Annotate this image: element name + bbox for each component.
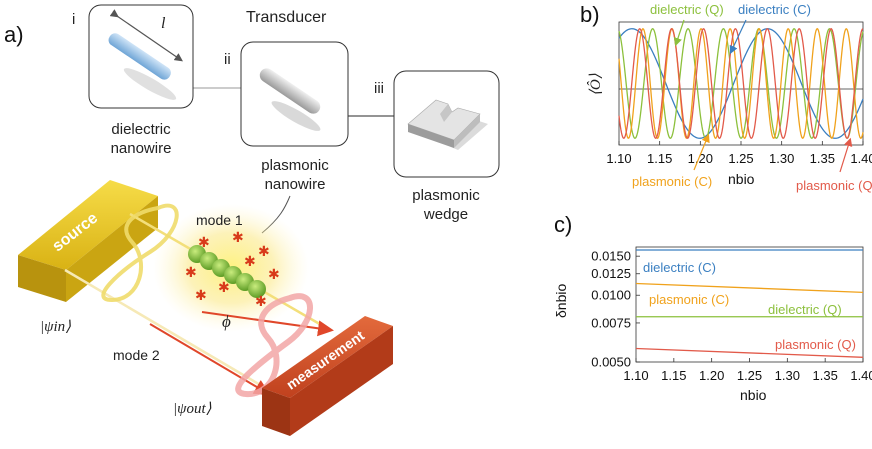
stage-iii-caption-1: plasmonic xyxy=(412,187,480,204)
phase-symbol: ϕ xyxy=(222,312,231,331)
svg-text:✱: ✱ xyxy=(198,235,210,251)
panel-b: b) 1.10 1.15 1.20 1.25 1.30 1.35 1.40 ⟨Ô⟩ nbio… xyxy=(580,2,872,193)
panel-b-series xyxy=(618,27,864,140)
plasmonic-nanowire-icon xyxy=(259,68,321,114)
wire-shadow-2 xyxy=(271,101,321,131)
xtick-label-c: 1.40 xyxy=(850,368,872,383)
panel-b-ylabel: ⟨Ô⟩ xyxy=(587,73,604,96)
xtick-label-c: 1.20 xyxy=(699,368,724,383)
psi-in-label: |ψin⟩ xyxy=(40,319,71,335)
xtick-label-b: 1.15 xyxy=(647,151,672,166)
xtick-label-c: 1.15 xyxy=(661,368,686,383)
label-dielectric-c-c: dielectric (C) xyxy=(643,260,716,275)
ytick-label-c: 0.0075 xyxy=(591,315,631,330)
ytick-label-c: 0.0150 xyxy=(591,249,631,264)
series-line-b-2 xyxy=(618,27,864,140)
input-state-loop xyxy=(101,203,179,303)
arrow-dielectric-q xyxy=(673,19,685,47)
panel-c-plot-frame xyxy=(635,246,864,363)
label-plasmonic-c-b: plasmonic (C) xyxy=(632,174,712,189)
label-dielectric-q-b: dielectric (Q) xyxy=(650,2,724,17)
xtick-label-c: 1.25 xyxy=(737,368,762,383)
series-line-c-1 xyxy=(635,282,864,294)
length-symbol: l xyxy=(161,15,166,32)
analyte-markers: ✱ ✱ ✱ ✱ ✱ ✱ ✱ ✱ ✱ xyxy=(185,230,280,310)
panel-c: c) 1.101.151.201.251.301.351.40 0.01500.… xyxy=(553,212,872,403)
xtick-label-b: 1.35 xyxy=(810,151,835,166)
xtick-label-b: 1.10 xyxy=(606,151,631,166)
panel-c-xlabel: nbio xyxy=(740,387,767,403)
stage-ii-roman: ii xyxy=(224,51,231,68)
xtick-label-c: 1.30 xyxy=(775,368,800,383)
svg-text:✱: ✱ xyxy=(268,267,280,283)
mode-2-label: mode 2 xyxy=(113,347,160,363)
panel-c-series xyxy=(635,249,864,358)
xtick-label-c: 1.35 xyxy=(813,368,838,383)
output-arrow-1 xyxy=(201,311,334,337)
stage-plasmonic-wedge: iii plasmonic wedge xyxy=(374,70,500,223)
series-line-b-1 xyxy=(618,28,864,139)
panel-b-letter: b) xyxy=(580,2,600,27)
arrow-dielectric-c xyxy=(729,19,747,55)
ytick-label-c: 0.0100 xyxy=(591,288,631,303)
stage-i-caption-2: nanowire xyxy=(111,140,172,157)
stage-iii-caption-2: wedge xyxy=(423,206,468,223)
beam-mode-2-upper xyxy=(64,268,263,388)
output-arrow-2 xyxy=(149,323,271,396)
plasmonic-wedge-icon xyxy=(407,99,488,150)
length-arrow xyxy=(109,9,183,62)
label-dielectric-c-b: dielectric (C) xyxy=(738,2,811,17)
panel-c-ylabel: δnbio xyxy=(553,284,569,318)
stage-iii-roman: iii xyxy=(374,80,384,97)
xtick-label-b: 1.20 xyxy=(688,151,713,166)
mode-1-label: mode 1 xyxy=(196,212,243,228)
xtick-label-b: 1.30 xyxy=(769,151,794,166)
label-plasmonic-c-c: plasmonic (C) xyxy=(649,292,729,307)
svg-text:✱: ✱ xyxy=(232,230,244,246)
output-state-loop xyxy=(235,293,313,397)
svg-text:✱: ✱ xyxy=(218,280,230,296)
panel-c-xticks: 1.10 1.15 1.20 1.25 1.30 1.35 1.40 xyxy=(623,358,872,383)
svg-text:✱: ✱ xyxy=(244,254,256,270)
panel-b-xlabel: nbio xyxy=(728,171,755,187)
series-line-c-3 xyxy=(635,347,864,358)
svg-text:✱: ✱ xyxy=(258,244,270,260)
label-dielectric-q-c: dielectric (Q) xyxy=(768,302,842,317)
svg-text:✱: ✱ xyxy=(255,294,267,310)
arrow-plasmonic-c xyxy=(693,133,710,171)
panel-b-xticks: 1.10 1.15 1.20 1.25 1.30 1.35 1.40 xyxy=(606,141,872,166)
wire-shadow xyxy=(123,68,177,100)
label-plasmonic-q-c: plasmonic (Q) xyxy=(775,337,856,352)
panel-c-yticks: 0.0150 0.0125 0.0100 0.0075 0.0050 xyxy=(591,249,640,370)
arrow-plasmonic-q xyxy=(839,137,853,173)
svg-text:✱: ✱ xyxy=(185,265,197,281)
measurement-block: measurement xyxy=(262,316,393,436)
stage-dielectric-nanowire: i l dielectric nanowire xyxy=(72,4,194,157)
svg-text:✱: ✱ xyxy=(195,288,207,304)
panel-c-letter: c) xyxy=(554,212,572,237)
stage-ii-caption-1: plasmonic xyxy=(261,157,329,174)
panel-a: a) Transducer i l dielectric nanowire ii… xyxy=(4,4,500,436)
ytick-label-c: 0.0050 xyxy=(591,355,631,370)
label-plasmonic-q-b: plasmonic (Q) xyxy=(796,178,872,193)
xtick-label-c: 1.10 xyxy=(623,368,648,383)
dielectric-nanowire-icon xyxy=(108,33,171,80)
panel-a-letter: a) xyxy=(4,22,24,47)
series-line-b-3 xyxy=(618,27,864,140)
bio-particle-chain xyxy=(188,245,266,298)
stage-i-caption-1: dielectric xyxy=(111,121,171,138)
stage-plasmonic-nanowire: ii plasmonic nanowire xyxy=(224,41,349,193)
ytick-label-c: 0.0125 xyxy=(591,266,631,281)
stage-i-roman: i xyxy=(72,11,75,28)
xtick-label-b: 1.40 xyxy=(850,151,872,166)
xtick-label-b: 1.25 xyxy=(728,151,753,166)
psi-out-label: |ψout⟩ xyxy=(173,401,212,417)
transducer-title: Transducer xyxy=(246,9,327,26)
stage-ii-caption-2: nanowire xyxy=(265,176,326,193)
